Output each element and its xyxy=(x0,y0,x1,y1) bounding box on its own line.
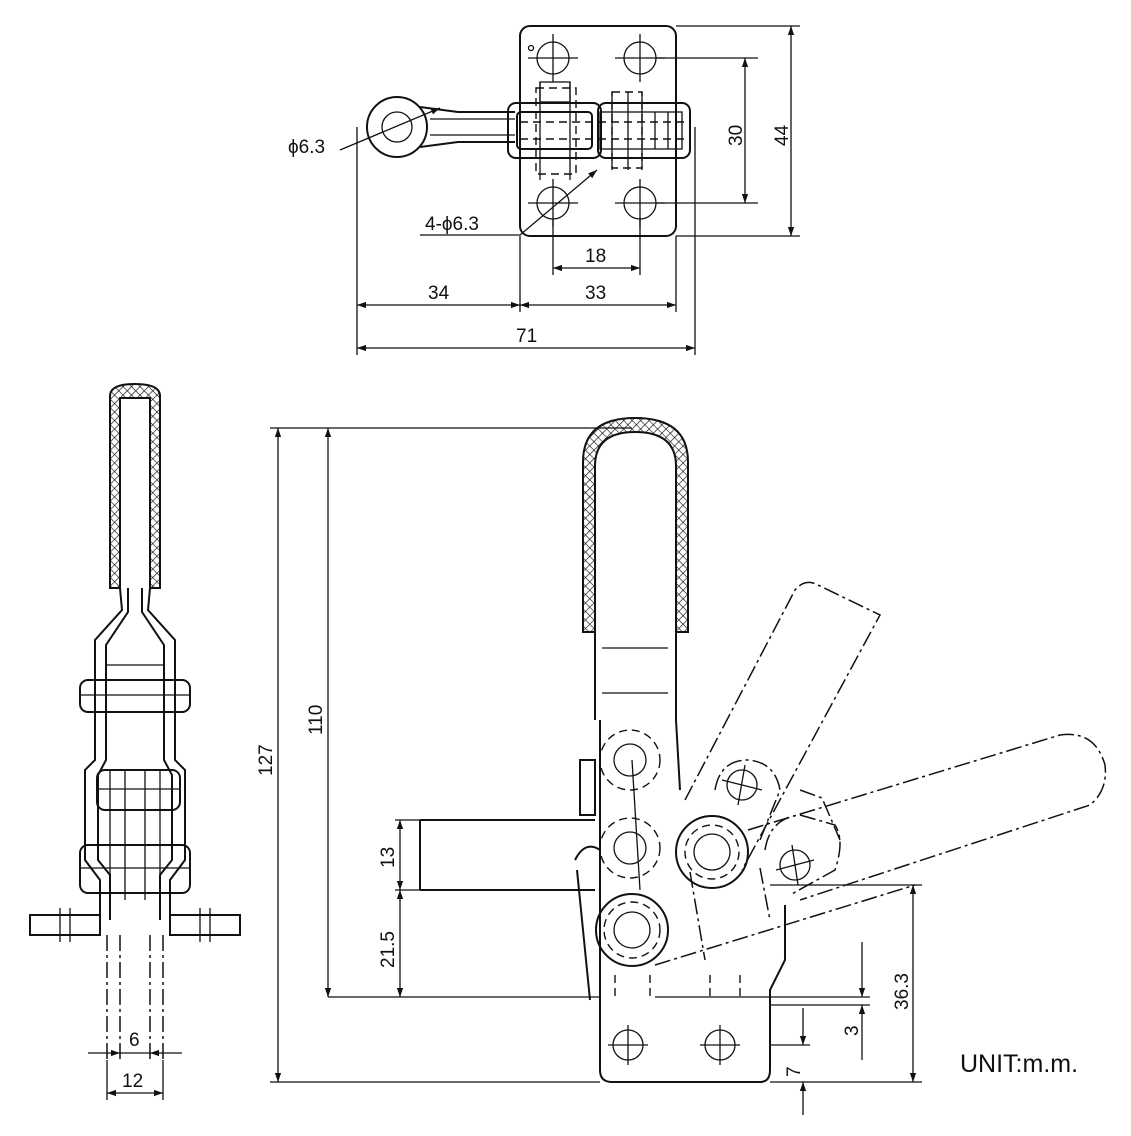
dim-21-5: 21.5 xyxy=(378,931,399,968)
side-view: 6 12 xyxy=(29,382,241,1100)
dim-7: 7 xyxy=(784,1066,805,1077)
dim-12: 12 xyxy=(122,1071,143,1092)
dim-36-3: 36.3 xyxy=(892,973,913,1010)
dim-18: 18 xyxy=(585,246,606,267)
dim-34: 34 xyxy=(428,283,450,304)
dim-127: 127 xyxy=(256,744,277,776)
dim-44: 44 xyxy=(772,124,793,146)
dim-71: 71 xyxy=(516,326,537,347)
dim-33: 33 xyxy=(585,283,606,304)
unit-label: UNIT:m.m. xyxy=(960,1050,1078,1078)
top-view-arm xyxy=(366,96,515,158)
top-view-holes xyxy=(527,34,665,227)
dim-13: 13 xyxy=(378,847,399,868)
dim-6: 6 xyxy=(129,1030,140,1051)
hole-single-label: ϕ6.3 xyxy=(288,137,325,158)
dim-110: 110 xyxy=(306,705,327,735)
hole-quad-label: 4-ϕ6.3 xyxy=(425,214,479,235)
top-view-mechanism xyxy=(507,81,691,180)
phantom-positions xyxy=(654,581,1107,966)
dim-30: 30 xyxy=(726,125,747,146)
front-view: 127 110 13 21.5 36.3 3 7 xyxy=(256,416,1107,1115)
top-view: ϕ6.3 4-ϕ6.3 30 44 18 34 33 71 xyxy=(288,25,800,355)
dim-3: 3 xyxy=(842,1025,863,1036)
